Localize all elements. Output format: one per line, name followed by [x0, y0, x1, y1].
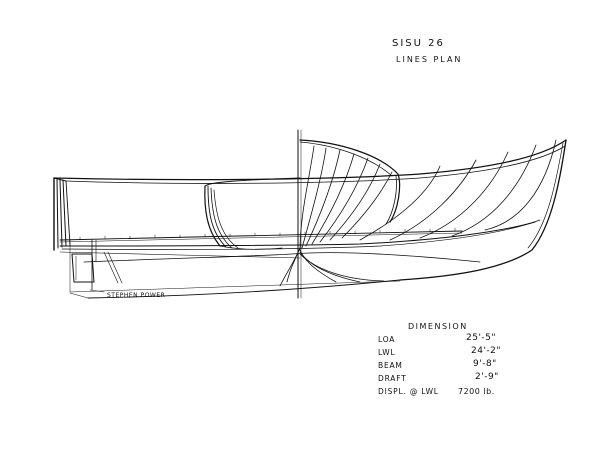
dimension-label: BEAM	[378, 361, 403, 370]
rudder	[71, 239, 123, 291]
stem	[399, 139, 567, 281]
dimension-row: LOA 25'-5"	[378, 333, 528, 348]
dimension-label: LOA	[378, 335, 396, 344]
drawing-subtitle: LINES PLAN	[396, 55, 463, 64]
dimension-row: LWL 24'-2"	[378, 346, 528, 361]
dimension-label: DISPL. @ LWL	[378, 387, 439, 396]
keel-profile	[83, 252, 481, 263]
forward-sections	[359, 139, 557, 241]
drawing-title: SISU 26	[392, 38, 445, 49]
rail-line	[65, 145, 566, 184]
chine-line	[59, 221, 536, 247]
base-line	[87, 279, 401, 299]
dimension-label: LWL	[378, 348, 396, 357]
dimension-value: 25'-5"	[466, 333, 497, 343]
dimension-label: DRAFT	[378, 374, 407, 383]
keel-sections	[279, 247, 385, 287]
dimensions-table: DIMENSION LOA 25'-5" LWL 24'-2" BEAM 9'-…	[378, 322, 528, 400]
dimension-value: 7200 lb.	[458, 387, 495, 396]
dimensions-heading: DIMENSION	[408, 322, 468, 331]
waterline	[59, 227, 463, 243]
title-block: SISU 26 LINES PLAN	[384, 36, 504, 68]
cabin-outline	[204, 177, 301, 250]
transom	[53, 177, 71, 251]
dimension-row: DISPL. @ LWL 7200 lb.	[378, 387, 528, 400]
sheer-line	[53, 139, 567, 181]
dimension-value: 2'-9"	[475, 372, 499, 382]
deckhouse	[299, 139, 401, 225]
designer-name: STEPHEN POWER	[107, 292, 166, 299]
dimension-value: 9'-8"	[473, 359, 497, 369]
dimension-row: DRAFT 2'-9"	[378, 372, 528, 387]
station-lines	[299, 145, 393, 251]
dimension-value: 24'-2"	[471, 346, 502, 356]
dimension-row: BEAM 9'-8"	[378, 359, 528, 374]
